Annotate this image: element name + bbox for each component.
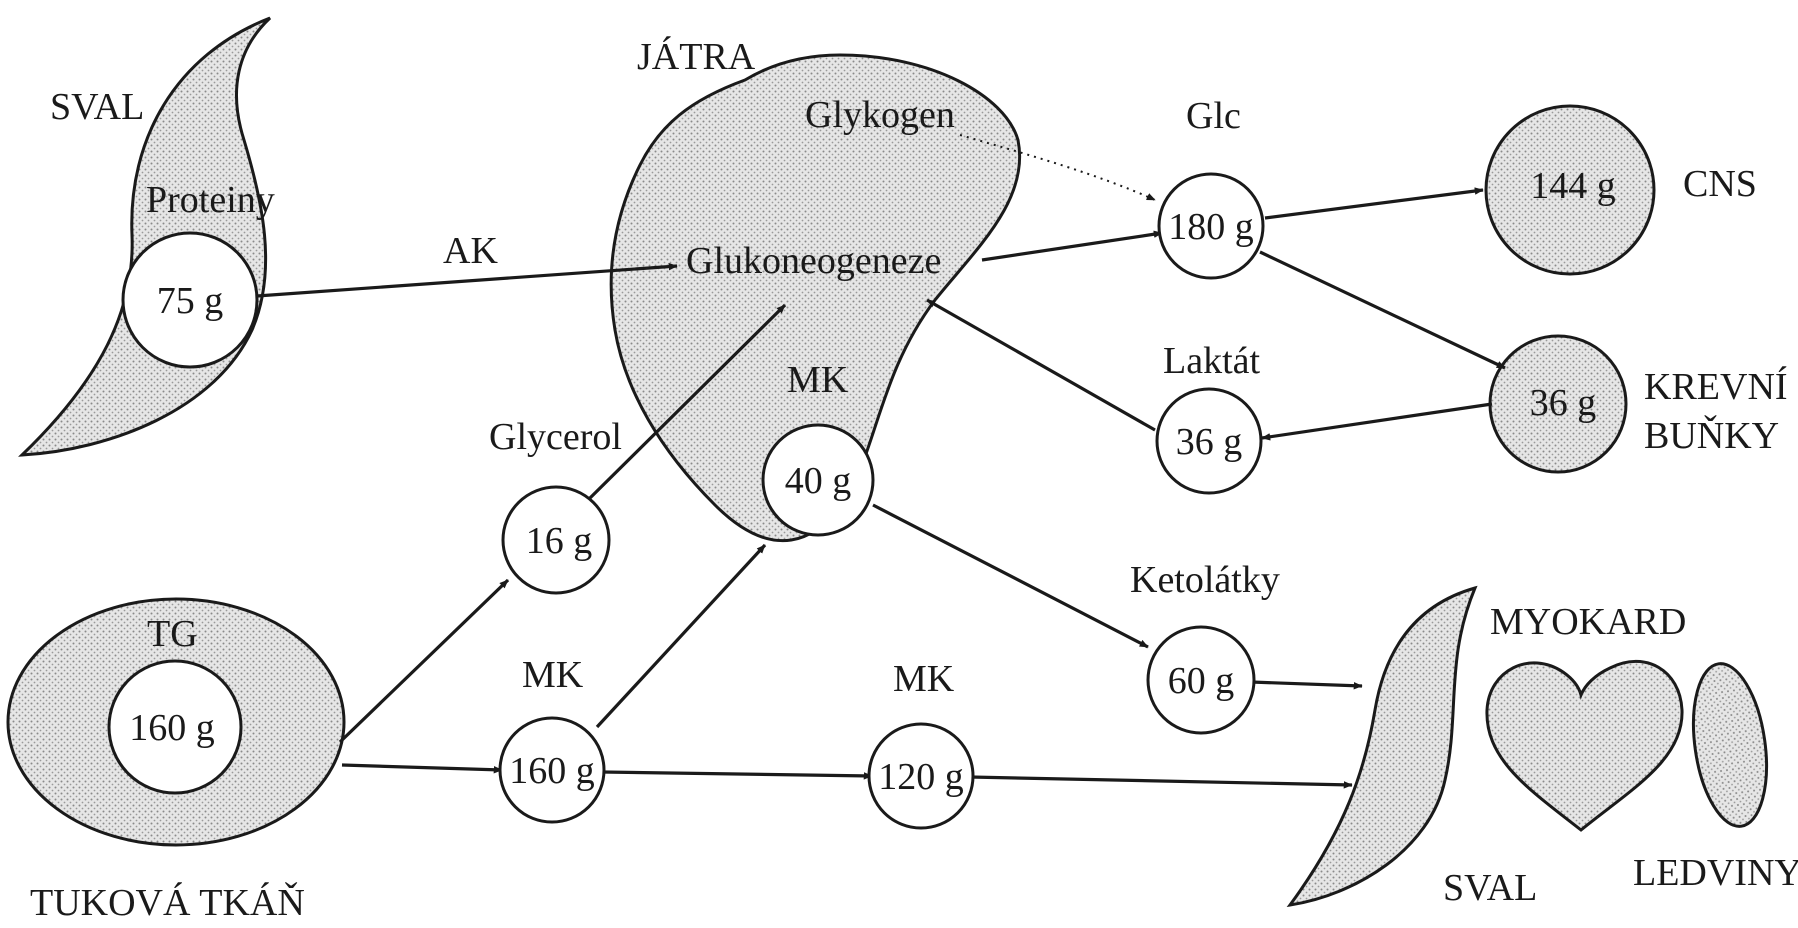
organ-label-jatra: JÁTRA bbox=[637, 36, 756, 78]
arrow-glc-to-krevni bbox=[1259, 250, 1506, 370]
label-glc: Glc bbox=[1186, 95, 1241, 137]
arrow-mk-liver-to-ketolatky bbox=[872, 503, 1149, 649]
value-cns: 144 g bbox=[1530, 165, 1616, 207]
label-glycerol: Glycerol bbox=[489, 416, 622, 458]
value-krevni: 36 g bbox=[1530, 382, 1597, 424]
label-glukoneogeneze: Glukoneogeneze bbox=[686, 240, 941, 282]
muscle-bottom-shape bbox=[1286, 585, 1478, 908]
label-ketolatky: Ketolátky bbox=[1130, 559, 1280, 601]
kidney-shape bbox=[1692, 662, 1768, 828]
label-glykogen: Glykogen bbox=[805, 94, 955, 136]
organ-label-sval-bottom: SVAL bbox=[1443, 867, 1537, 909]
arrow-glykogen-to-glc bbox=[959, 134, 1156, 201]
arrow-glycerol-to-glukoneogeneze bbox=[588, 303, 787, 500]
arrow-mk-middle-to-muscle bbox=[969, 775, 1353, 789]
muscle-top-shape bbox=[18, 16, 272, 457]
glc-node bbox=[1157, 172, 1265, 280]
mk-adipose-node bbox=[498, 716, 606, 824]
label-proteiny: Proteiny bbox=[146, 179, 275, 221]
arrow-glc-to-cns bbox=[1264, 187, 1484, 220]
tg-node bbox=[107, 659, 243, 795]
cns-shape bbox=[1484, 104, 1656, 276]
label-tg: TG bbox=[147, 613, 198, 655]
ketolatky-node bbox=[1146, 625, 1256, 735]
organ-label-krevni: KREVNÍ bbox=[1644, 366, 1788, 408]
glycerol-node bbox=[501, 485, 611, 595]
value-ketolatky: 60 g bbox=[1168, 660, 1235, 702]
label-ak: AK bbox=[443, 230, 498, 272]
arrow-tg-to-mk bbox=[341, 763, 503, 774]
label-mk-adipose: MK bbox=[522, 654, 584, 696]
arrow-proteiny-to-glukoneogeneze bbox=[256, 262, 678, 298]
arrow-laktat-to-glukoneogeneze bbox=[926, 298, 1156, 432]
arrow-mk-to-liver bbox=[595, 543, 767, 729]
organ-label-myokard: MYOKARD bbox=[1490, 601, 1686, 643]
arrow-tg-to-glycerol bbox=[338, 578, 510, 744]
arrow-ketolatky-to-muscle bbox=[1250, 680, 1363, 690]
organ-label-sval-top: SVAL bbox=[50, 86, 144, 128]
organ-label-tukova-tkan: TUKOVÁ TKÁŇ bbox=[30, 882, 305, 924]
value-proteiny: 75 g bbox=[157, 280, 224, 322]
laktat-node bbox=[1155, 387, 1263, 495]
label-mk-liver: MK bbox=[787, 359, 849, 401]
heart-shape bbox=[1485, 659, 1684, 832]
label-mk-middle: MK bbox=[893, 658, 955, 700]
mk-middle-node bbox=[867, 722, 975, 830]
value-glycerol: 16 g bbox=[526, 520, 593, 562]
value-mk-middle: 120 g bbox=[878, 756, 964, 798]
value-mk-adipose: 160 g bbox=[509, 750, 595, 792]
arrow-krevni-to-laktat bbox=[1261, 402, 1493, 441]
arrow-glukoneogeneze-to-glc bbox=[981, 230, 1163, 262]
organ-label-ledviny: LEDVINY bbox=[1633, 852, 1798, 894]
arrow-mk-to-mk-middle bbox=[601, 770, 873, 780]
mk-liver-node bbox=[761, 423, 875, 537]
value-mk-liver: 40 g bbox=[785, 460, 852, 502]
value-glc: 180 g bbox=[1168, 206, 1254, 248]
organ-label-cns: CNS bbox=[1683, 163, 1757, 205]
value-tg: 160 g bbox=[129, 707, 215, 749]
proteiny-node bbox=[121, 231, 259, 369]
value-laktat: 36 g bbox=[1176, 421, 1243, 463]
organ-label-bunky: BUŇKY bbox=[1644, 415, 1779, 457]
label-laktat: Laktát bbox=[1163, 340, 1261, 382]
